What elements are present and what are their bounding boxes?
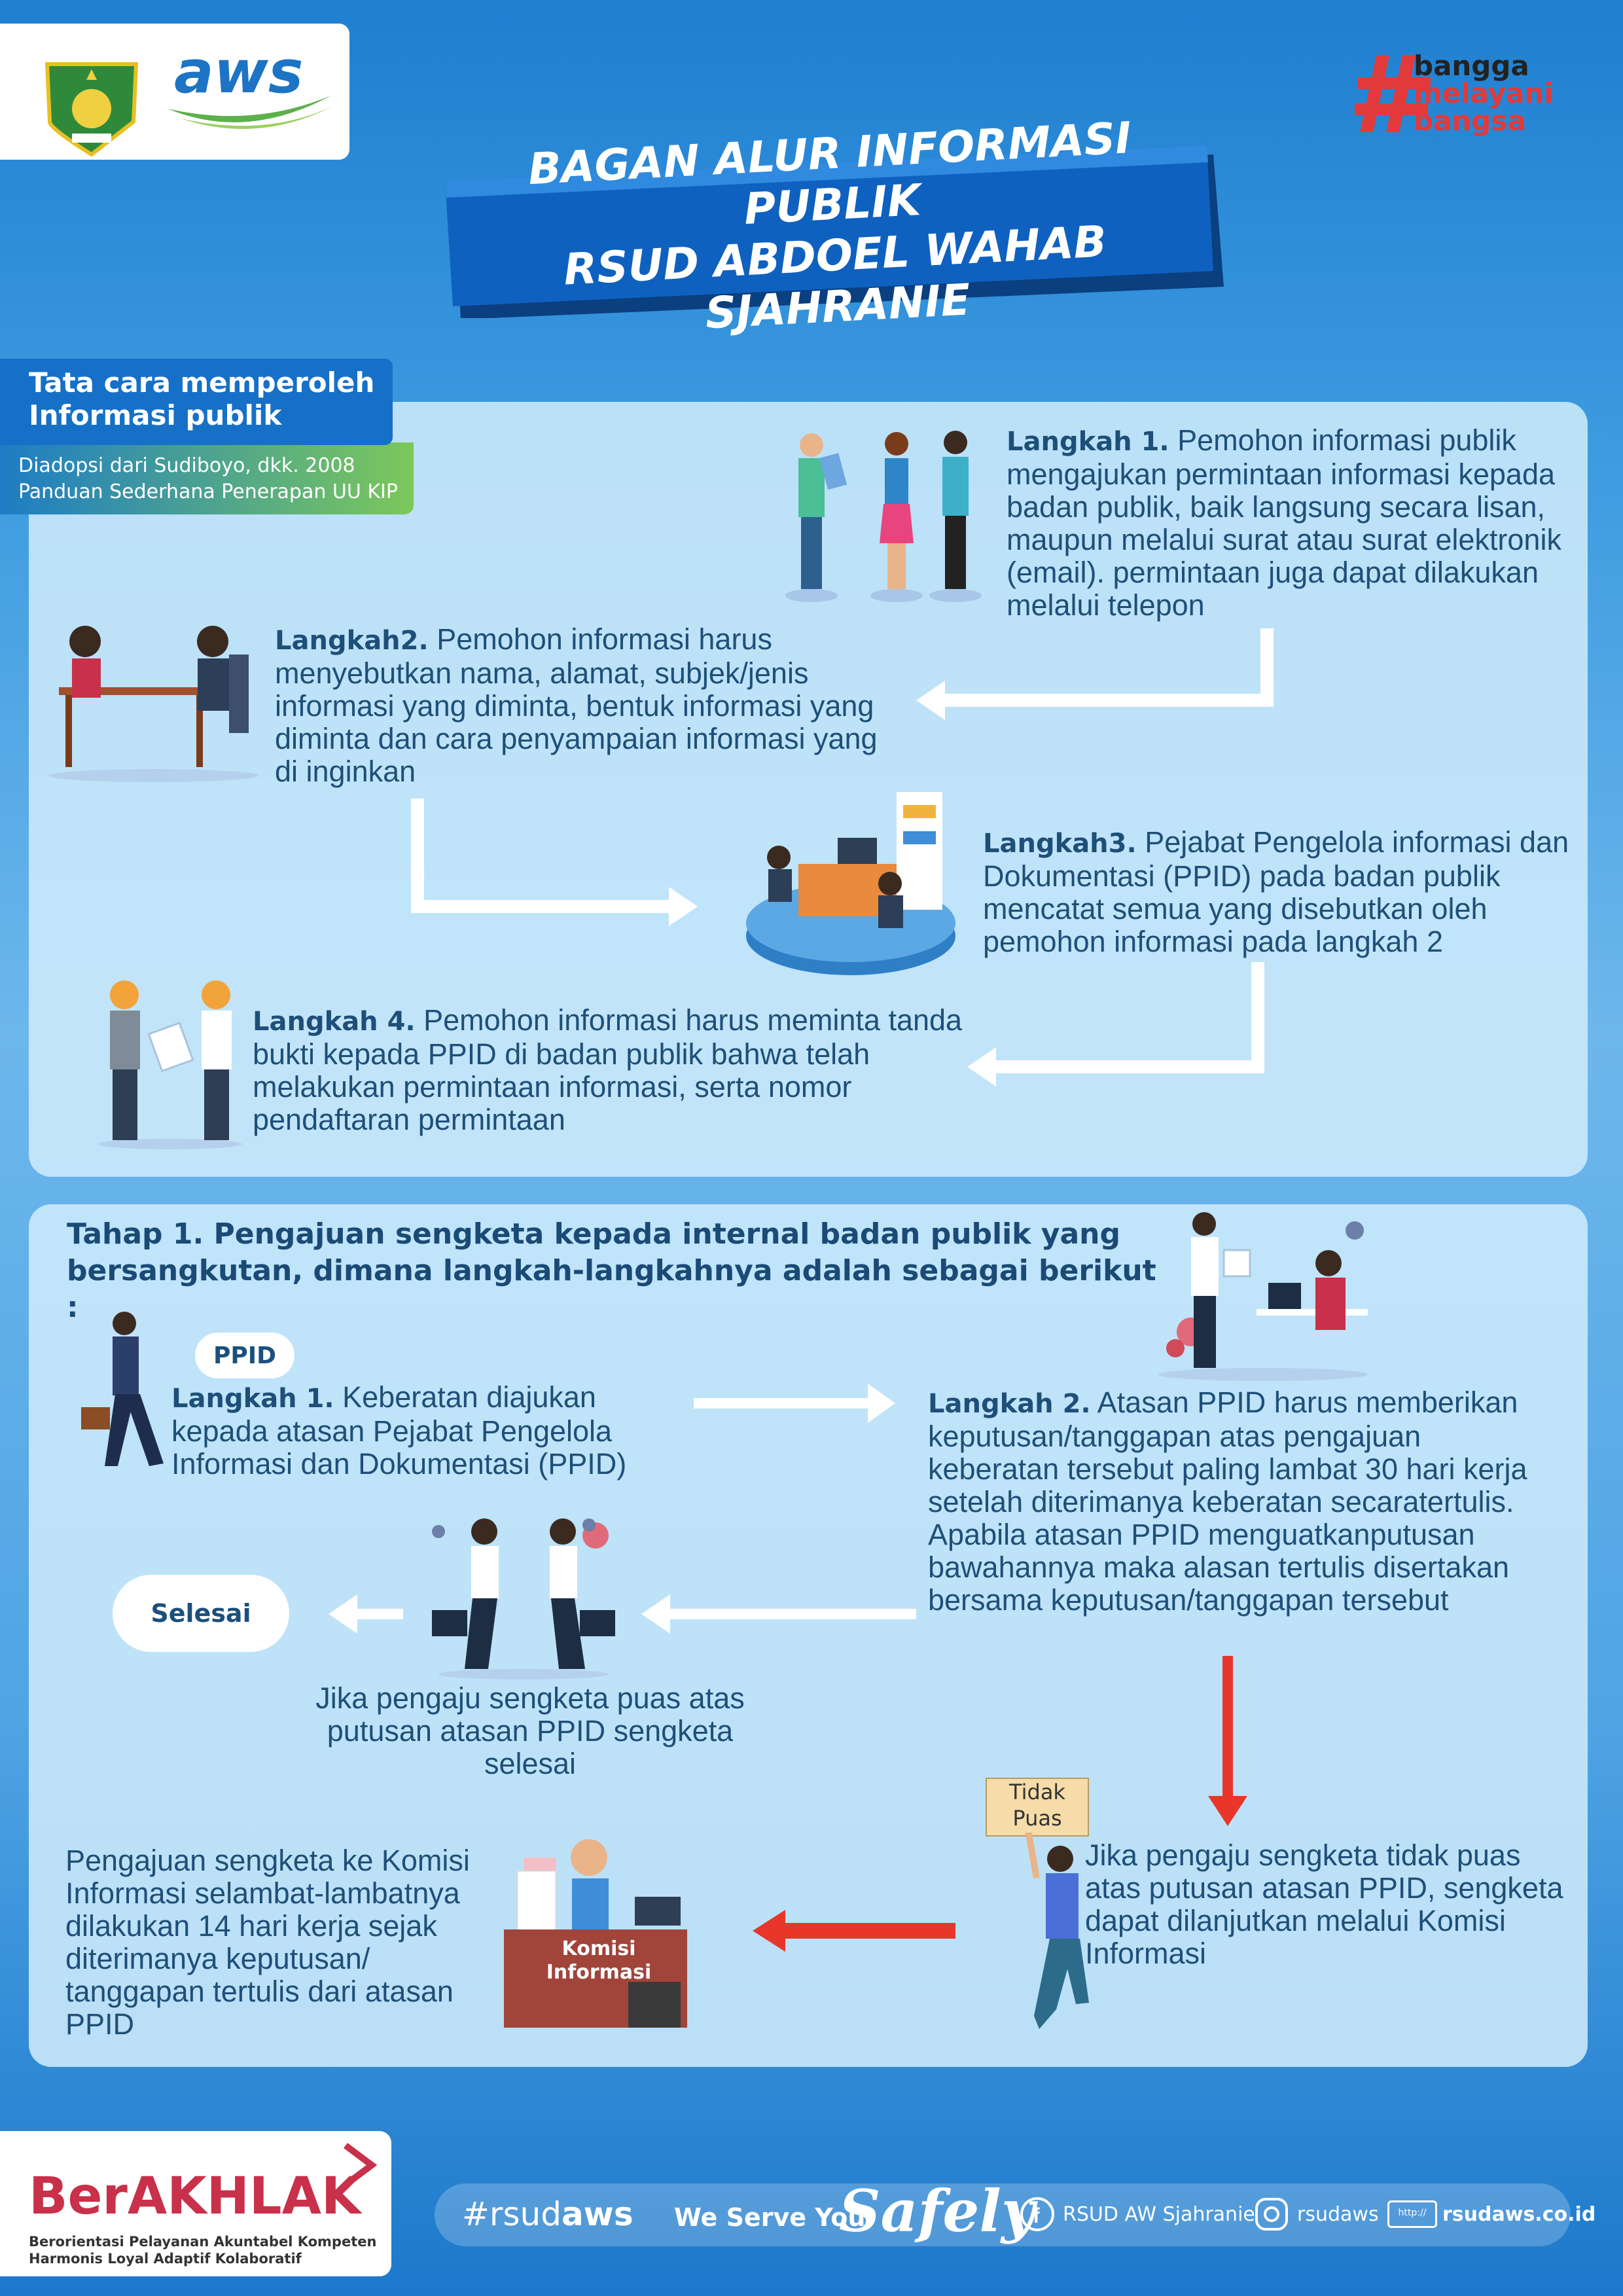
- dispute-title: Tahap 1. Pengajuan sengketa kepada inter…: [67, 1217, 1156, 1324]
- satisfied-text: Jika pengaju sengketa puas atas putusan …: [315, 1681, 745, 1780]
- aws-logo: aws: [168, 43, 334, 129]
- dispute-step-1: Langkah 1. Keberatan diajukan kepada ata…: [171, 1380, 627, 1480]
- selesai-bubble: Selesai: [113, 1575, 289, 1652]
- ppid-badge: PPID: [195, 1333, 294, 1378]
- chevron-right-icon: [344, 2143, 378, 2187]
- source-tab: Diadopsi dari Sudiboyo, dkk. 2008 Pandua…: [0, 442, 414, 514]
- section-tab: Tata cara memperoleh Informasi publik: [0, 359, 393, 445]
- desk-meeting-icon: [49, 626, 259, 782]
- unsatisfied-man-icon: [1024, 1833, 1089, 2029]
- svg-text:f: f: [1033, 2204, 1040, 2227]
- instagram-icon: [1255, 2198, 1288, 2231]
- facebook-icon: f: [1020, 2197, 1054, 2231]
- procedure-step-3: Langkah3. Pejabat Pengelola informasi da…: [983, 825, 1569, 958]
- flow-arrows: [0, 0, 1623, 1178]
- officer-desk-icon: [1158, 1212, 1368, 1381]
- komisi-desk-icon: [504, 1839, 687, 2028]
- dispute-flow-arrows: [329, 1384, 1247, 1952]
- logo-panel: aws: [0, 24, 349, 160]
- procedure-step-2: Langkah2. Pemohon informasi harus menyeb…: [275, 622, 878, 788]
- facebook-link[interactable]: f RSUD AW Sjahranie: [1020, 2197, 1255, 2232]
- people-group-icon: [785, 431, 982, 602]
- komisi-text: Pengajuan sengketa ke Komisi Informasi s…: [65, 1844, 470, 2041]
- website-link[interactable]: http:// rsudaws.co.id: [1387, 2200, 1596, 2228]
- safely-script: Safely: [839, 2177, 1035, 2245]
- procedure-step-1: Langkah 1. Pemohon informasi publik meng…: [1007, 423, 1561, 622]
- komisi-sign: Komisi Informasi: [546, 1937, 652, 1984]
- procedure-step-4: Langkah 4. Pemohon informasi harus memin…: [253, 1003, 963, 1136]
- we-serve-text: We Serve You: [674, 2203, 866, 2232]
- slogan-logo: bangga melayani bangsa: [1355, 52, 1590, 144]
- walking-man-icon: [81, 1312, 164, 1466]
- unsatisfied-text: Jika pengaju sengketa tidak puas atas pu…: [1085, 1839, 1563, 1970]
- tidak-puas-sign: Tidak Puas: [986, 1778, 1089, 1837]
- instagram-link[interactable]: rsudaws: [1254, 2197, 1379, 2232]
- title-banner: BAGAN ALUR INFORMASI PUBLIK RSUD ABDOEL …: [441, 113, 1226, 338]
- hashtag-rsudaws: #rsudaws: [462, 2195, 633, 2233]
- footer-bar: [435, 2183, 1571, 2246]
- document-handover-icon: [98, 980, 242, 1149]
- dispute-step-2: Langkah 2. Atasan PPID harus memberikan …: [928, 1386, 1527, 1617]
- kaltim-emblem-icon: [45, 62, 139, 157]
- hashtag-icon: [1355, 55, 1431, 132]
- office-desk-icon: [746, 792, 955, 975]
- browser-icon: http://: [1387, 2200, 1437, 2228]
- aws-swoosh-icon: [168, 96, 334, 129]
- berakhlak-logo: BerAKHLAK Berorientasi Pelayanan Akuntab…: [0, 2131, 391, 2276]
- handshake-icon: [432, 1518, 615, 1679]
